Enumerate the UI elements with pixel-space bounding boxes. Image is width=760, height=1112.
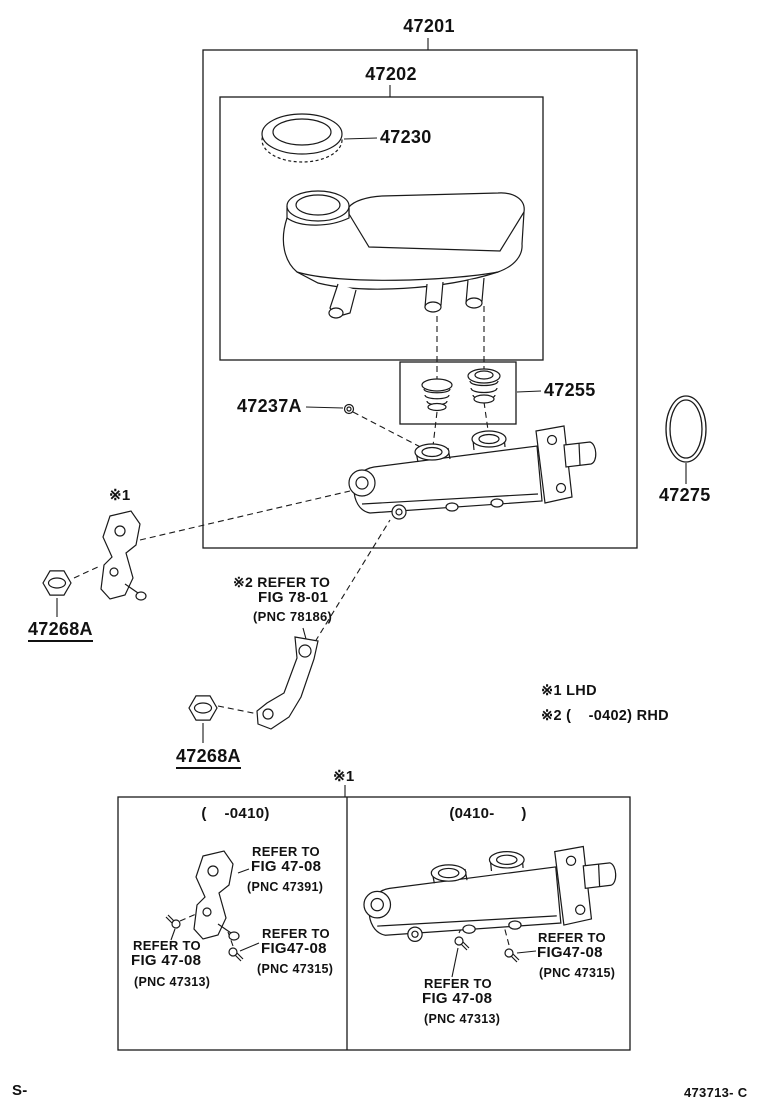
part-label-47268a-left[interactable]: 47268A — [28, 620, 93, 642]
footer-code-right: 473713- C — [684, 1085, 748, 1100]
ref-right-r-line3: (PNC 47315) — [539, 966, 616, 980]
ref-fig78-line2: FIG 78-01 — [258, 589, 329, 606]
reservoir-cap-drawing — [261, 113, 343, 163]
ref-right-r-line1: REFER TO — [538, 930, 606, 945]
grommet-screw-drawing — [343, 403, 355, 415]
oring-drawing — [665, 395, 707, 463]
leader-lines — [56, 38, 687, 978]
table-master-cylinder-drawing — [363, 845, 617, 942]
reservoir-subassembly-box — [219, 96, 544, 361]
part-label-47230[interactable]: 47230 — [380, 127, 432, 147]
legend-lhd: ※1 LHD — [541, 683, 597, 699]
table-left-bracket-drawing — [193, 850, 240, 941]
variant-table-frame — [117, 796, 631, 1051]
grommet-box — [399, 361, 517, 425]
ref-left-br-line2: FIG47-08 — [261, 940, 327, 957]
ref-left-br-line3: (PNC 47315) — [257, 962, 334, 976]
ref-fig78-line3: (PNC 78186) — [253, 609, 333, 624]
ref-right-r-line2: FIG47-08 — [537, 944, 603, 961]
legend-rhd: ※2 ( -0402) RHD — [541, 708, 669, 724]
reservoir-tank-drawing — [282, 190, 525, 319]
ref-left-top-line3: (PNC 47391) — [247, 880, 324, 894]
ref-left-top-line2: FIG 47-08 — [251, 858, 322, 875]
master-cylinder-drawing — [348, 425, 597, 520]
ref-fig78-line1: ※2 REFER TO — [233, 574, 331, 590]
nut-drawing — [42, 570, 72, 596]
lower-nut-drawing — [188, 695, 218, 721]
table-right-header: (0410- ) — [449, 805, 527, 822]
ref-left-bl-line2: FIG 47-08 — [131, 952, 202, 969]
part-label-47268a-lower[interactable]: 47268A — [176, 747, 241, 769]
part-label-47237a[interactable]: 47237A — [237, 396, 302, 416]
part-label-47255[interactable]: 47255 — [544, 380, 596, 400]
bracket-drawing — [100, 510, 147, 601]
mark-star1-table: ※1 — [333, 768, 355, 785]
grommets-drawing — [421, 368, 501, 412]
part-label-47202[interactable]: 47202 — [365, 64, 417, 84]
ref-right-b-line1: REFER TO — [424, 976, 492, 991]
footer-code-left: S- — [12, 1082, 28, 1099]
ref-left-top-line1: REFER TO — [252, 844, 320, 859]
table-right-clips-drawing — [454, 936, 520, 963]
part-label-47201[interactable]: 47201 — [403, 16, 455, 36]
outer-assembly-box — [202, 49, 638, 549]
ref-right-b-line2: FIG 47-08 — [422, 990, 493, 1007]
part-label-47275[interactable]: 47275 — [659, 485, 711, 505]
ref-left-br-line1: REFER TO — [262, 926, 330, 941]
ref-left-bl-line1: REFER TO — [133, 938, 201, 953]
frames — [117, 49, 638, 1051]
ref-right-b-line3: (PNC 47313) — [424, 1012, 501, 1026]
ref-left-bl-line3: (PNC 47313) — [134, 975, 211, 989]
lower-bracket-drawing — [256, 636, 319, 730]
table-left-header: ( -0410) — [201, 805, 270, 822]
mark-star1-bracket: ※1 — [109, 487, 131, 504]
